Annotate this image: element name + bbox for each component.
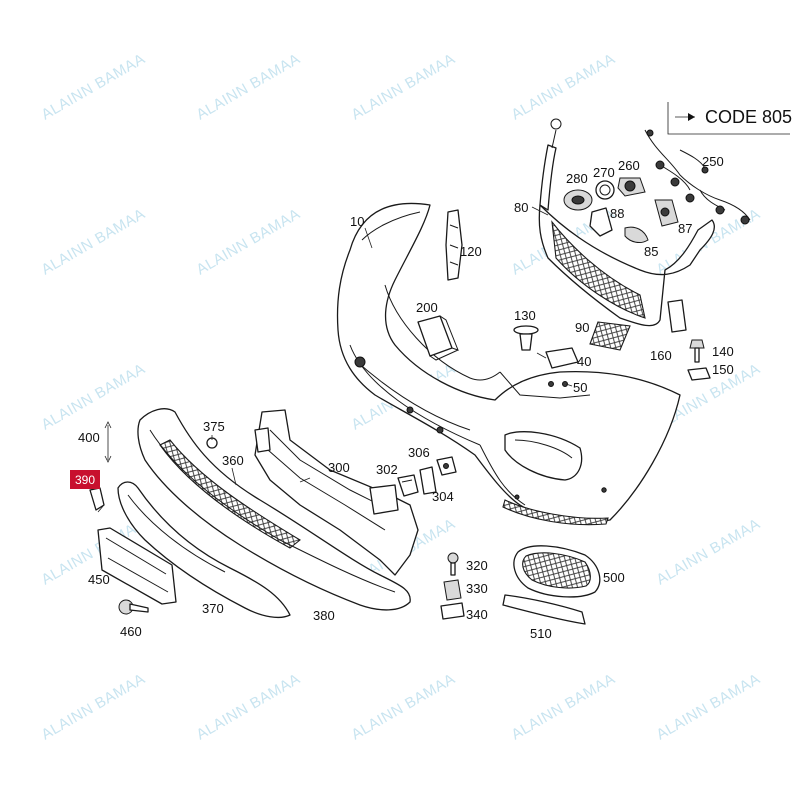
watermark-text: ALAINN BAMAA	[39, 205, 149, 278]
screw-460	[118, 599, 149, 615]
label-360: 360	[222, 453, 244, 468]
parking-sensors	[563, 177, 679, 244]
watermark-text: ALAINN BAMAA	[509, 670, 619, 743]
sensor-85	[624, 226, 649, 244]
label-300: 300	[328, 460, 350, 475]
watermark-text: ALAINN BAMAA	[39, 670, 149, 743]
control-module-200	[417, 315, 459, 361]
impact-bracket-300	[254, 409, 419, 576]
watermark-text: ALAINN BAMAA	[509, 50, 619, 123]
harness-connector	[646, 129, 654, 137]
harness-connector	[685, 193, 695, 203]
label-85: 85	[644, 244, 658, 259]
label-250: 250	[702, 154, 724, 169]
highlight-390-label: 390	[75, 473, 95, 487]
clip-330	[443, 579, 462, 601]
leader-lines	[97, 206, 573, 513]
label-400: 400	[78, 430, 100, 445]
label-140: 140	[712, 344, 734, 359]
license-plate-holder-450	[97, 527, 177, 605]
label-270: 270	[593, 165, 615, 180]
watermark-text: ALAINN BAMAA	[39, 360, 149, 433]
ring-270	[595, 180, 615, 200]
label-370: 370	[202, 601, 224, 616]
label-160: 160	[650, 348, 672, 363]
trim-510	[502, 594, 586, 625]
label-280: 280	[566, 171, 588, 186]
label-460: 460	[120, 624, 142, 639]
watermark-text: ALAINN BAMAA	[654, 670, 764, 743]
harness-connector	[701, 166, 709, 174]
wiring-harness	[644, 129, 751, 225]
bracket-306	[436, 456, 457, 476]
bracket-390	[89, 487, 105, 511]
label-510: 510	[530, 626, 552, 641]
bracket-302	[397, 474, 419, 497]
callout-labels: 10 80 85 87 88 90 120 130 140 150 160 20…	[78, 154, 734, 641]
watermark-text: ALAINN BAMAA	[194, 670, 304, 743]
label-380: 380	[313, 608, 335, 623]
label-330: 330	[466, 581, 488, 596]
label-302: 302	[376, 462, 398, 477]
label-88: 88	[610, 206, 624, 221]
screw-320	[447, 552, 459, 576]
tow-hook-cover-40	[545, 347, 579, 369]
grille-frame	[538, 118, 715, 333]
screw-140	[689, 339, 705, 363]
label-150: 150	[712, 362, 734, 377]
label-40: 40	[577, 354, 591, 369]
label-375: 375	[203, 419, 225, 434]
mount-hole	[406, 406, 414, 414]
nut-340	[440, 602, 465, 620]
label-450: 450	[88, 572, 110, 587]
sensor-hole	[514, 494, 520, 500]
label-340: 340	[466, 607, 488, 622]
label-304: 304	[432, 489, 454, 504]
label-260: 260	[618, 158, 640, 173]
label-120: 120	[460, 244, 482, 259]
clip-ring	[550, 118, 562, 130]
label-90: 90	[575, 320, 589, 335]
harness-connector	[655, 160, 665, 170]
harness-connector	[740, 215, 750, 225]
watermark-text: ALAINN BAMAA	[349, 670, 459, 743]
harness-connector	[715, 205, 725, 215]
label-50: 50	[573, 380, 587, 395]
trim-strip-370	[117, 481, 291, 619]
watermark-text: ALAINN BAMAA	[654, 515, 764, 588]
label-10: 10	[350, 214, 364, 229]
watermark-text: ALAINN BAMAA	[194, 205, 304, 278]
bumper-cover	[336, 202, 681, 526]
code-805-label: CODE 805	[705, 107, 792, 127]
watermark-text: ALAINN BAMAA	[194, 50, 304, 123]
side-bracket-120	[445, 209, 463, 281]
nut-150	[687, 367, 711, 381]
label-500: 500	[603, 570, 625, 585]
label-130: 130	[514, 308, 536, 323]
label-200: 200	[416, 300, 438, 315]
code-805-callout: CODE 805	[667, 102, 792, 135]
highlight-390-badge: 390	[70, 470, 100, 489]
harness-connector	[670, 177, 680, 187]
clip-50	[548, 381, 568, 387]
bracket-88	[589, 207, 613, 237]
highlight-390-background	[70, 470, 100, 489]
mesh-insert-90	[589, 321, 631, 351]
fog-grille-500	[513, 545, 601, 598]
lower-spoiler-380	[137, 408, 411, 611]
mount-hole	[354, 356, 366, 368]
clip-130	[513, 325, 539, 351]
label-80: 80	[514, 200, 528, 215]
watermark-text: ALAINN BAMAA	[39, 50, 149, 123]
sensor-hole	[601, 487, 607, 493]
label-87: 87	[678, 221, 692, 236]
label-320: 320	[466, 558, 488, 573]
label-306: 306	[408, 445, 430, 460]
watermark-text: ALAINN BAMAA	[349, 50, 459, 123]
mount-hole	[436, 426, 444, 434]
bracket-304	[419, 466, 437, 495]
